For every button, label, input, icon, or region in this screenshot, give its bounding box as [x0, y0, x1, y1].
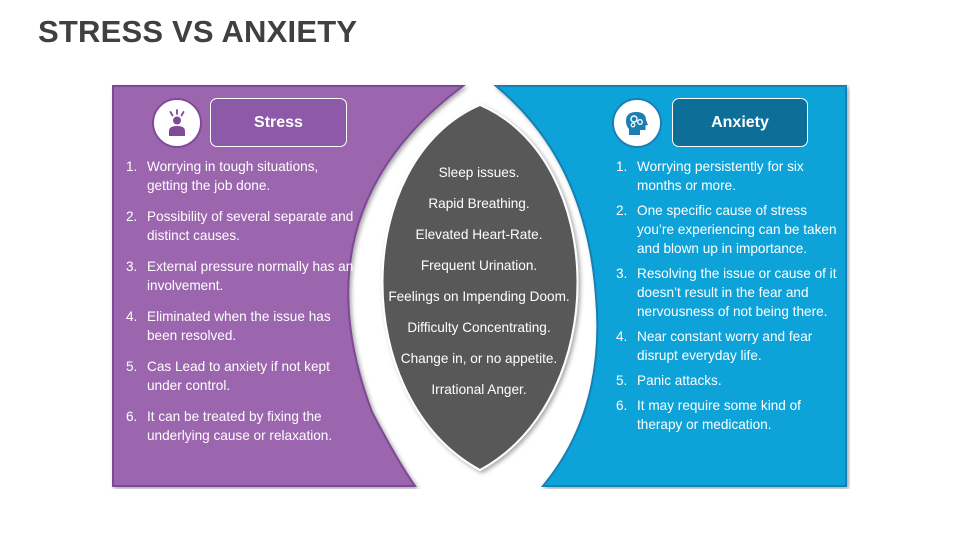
- list-item: Feelings on Impending Doom.: [388, 289, 570, 304]
- list-item: 4.Near constant worry and fear disrupt e…: [616, 329, 813, 363]
- list-item: Sleep issues.: [438, 165, 520, 180]
- page-title: STRESS VS ANXIETY: [38, 14, 358, 49]
- list-item: 3.Resolving the issue or cause of it doe…: [616, 266, 837, 319]
- list-item: Elevated Heart-Rate.: [415, 227, 543, 242]
- list-item: 4.Eliminated when the issue has been res…: [126, 309, 331, 343]
- anxiety-label: Anxiety: [672, 98, 808, 147]
- head-with-gears-icon: [626, 112, 648, 135]
- list-item: 2.Possibility of several separate and di…: [126, 209, 354, 243]
- stress-panel: [112, 85, 467, 487]
- list-item: 2.One specific cause of stress you’re ex…: [616, 203, 837, 256]
- stress-list: 1.Worrying in tough situations, getting …: [126, 157, 358, 457]
- list-item: Irrational Anger.: [431, 382, 527, 397]
- list-item: Rapid Breathing.: [428, 196, 530, 211]
- list-item: 5.Panic attacks.: [616, 373, 722, 388]
- list-item: Change in, or no appetite.: [400, 351, 558, 366]
- anxiety-list: 1.Worrying persistently for six months o…: [616, 157, 844, 440]
- list-item: Difficulty Concentrating.: [407, 320, 551, 335]
- list-item: 6.It can be treated by fixing the underl…: [126, 409, 333, 443]
- overlap-lens: [381, 103, 579, 472]
- list-item: 6.It may require some kind of therapy or…: [616, 398, 801, 432]
- common-symptoms-list: Sleep issues. Rapid Breathing. Elevated …: [370, 164, 588, 412]
- list-item: 5.Cas Lead to anxiety if not kept under …: [126, 359, 330, 393]
- list-item: 1.Worrying in tough situations, getting …: [126, 159, 319, 193]
- stressed-person-icon: [169, 109, 185, 136]
- stress-label: Stress: [210, 98, 347, 147]
- list-item: Frequent Urination.: [420, 258, 538, 273]
- list-item: 3.External pressure normally has an invo…: [126, 259, 354, 293]
- anxiety-icon-badge: [612, 98, 662, 148]
- anxiety-panel: [493, 85, 847, 487]
- list-item: 1.Worrying persistently for six months o…: [616, 159, 804, 193]
- stress-icon-badge: [152, 98, 202, 148]
